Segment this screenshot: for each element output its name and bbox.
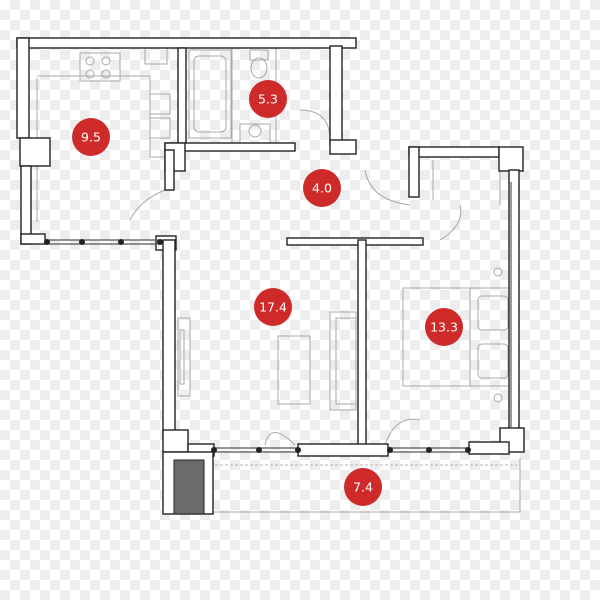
room-bathroom-area: 5.3 [258, 92, 278, 107]
living-door-arc [264, 432, 296, 446]
fixtures [36, 45, 521, 513]
balcony-dark-block [173, 459, 205, 515]
living-left-wall [162, 239, 176, 441]
room-living-area: 17.4 [259, 300, 287, 315]
room-kitchen-area: 9.5 [81, 130, 101, 145]
bathroom-door-arc [299, 109, 331, 141]
lamp-icon [493, 267, 503, 277]
bedroom-door-arc [439, 204, 462, 241]
windows [44, 182, 512, 453]
bath-partition [177, 47, 187, 149]
room-living-badge: 17.4 [254, 288, 292, 326]
bathtub-icon [188, 49, 232, 139]
hall-partition [286, 237, 424, 246]
room-kitchen-badge: 9.5 [72, 118, 110, 156]
walls [16, 37, 525, 515]
room-balcony-badge: 7.4 [344, 468, 382, 506]
room-hallway-area: 4.0 [312, 181, 332, 196]
stove-icon [79, 52, 121, 82]
room-bedroom-badge: 13.3 [425, 308, 463, 346]
bottom-wall-mid [297, 443, 389, 457]
tv-cabinet-icon [177, 317, 191, 397]
top-wall [16, 37, 357, 49]
room-bathroom-badge: 5.3 [249, 80, 287, 118]
room-balcony-area: 7.4 [353, 480, 373, 495]
living-bedroom-partition [357, 239, 367, 446]
room-hallway-badge: 4.0 [303, 169, 341, 207]
kitchen-door-arc [129, 189, 166, 221]
balcony-door-arc [384, 418, 421, 446]
kitchen-left-wall [16, 37, 30, 139]
sofa-icon [329, 311, 357, 411]
double-sink-icon [149, 93, 171, 115]
hall-door-arc [364, 169, 411, 206]
sink-icon [144, 45, 168, 65]
room-bedroom-area: 13.3 [430, 320, 458, 335]
toilet-icon [249, 49, 269, 61]
coffee-table-icon [277, 335, 311, 405]
bedroom-top-wall [408, 146, 500, 158]
hall-top-wall [329, 45, 343, 145]
